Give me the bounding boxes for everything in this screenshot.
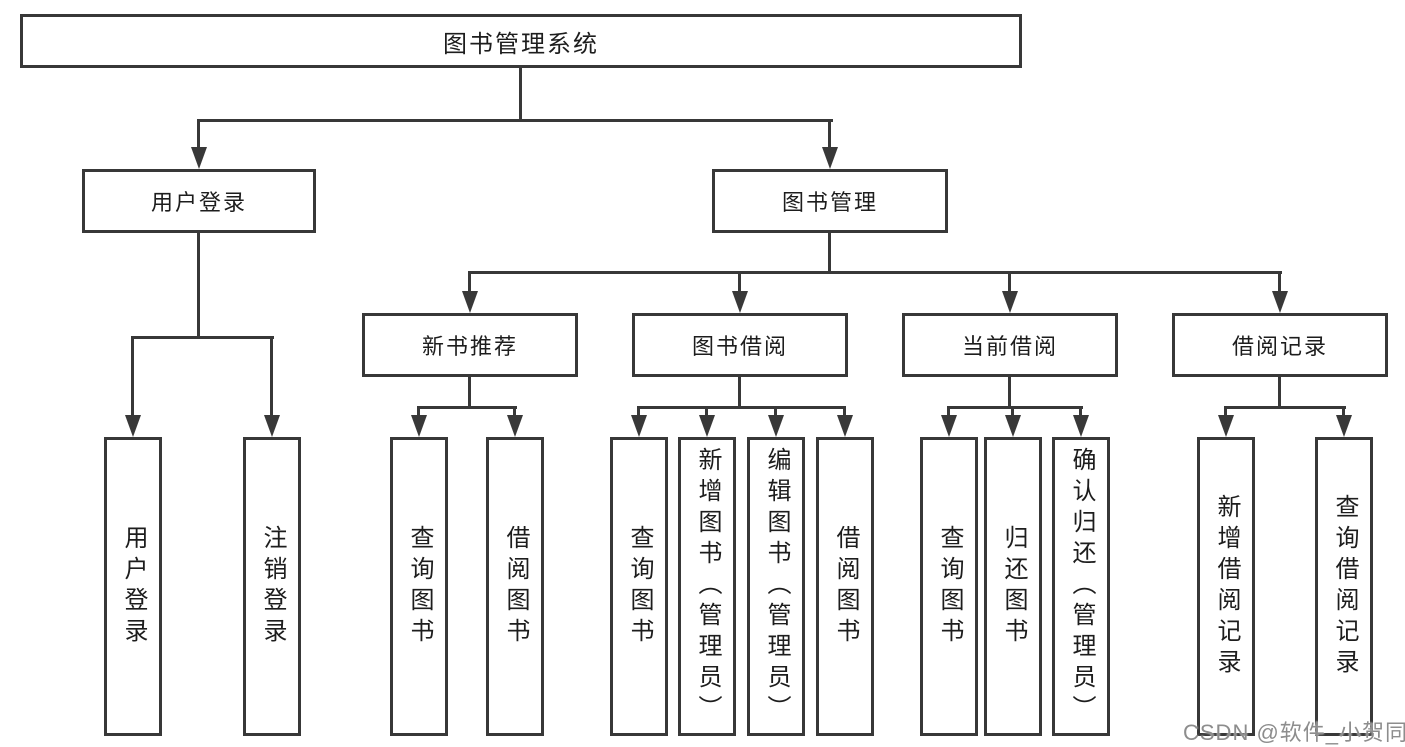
- leaf-query-books-current-label: 查询图书: [936, 524, 963, 649]
- leaf-query-books-current: 查询图书: [920, 437, 978, 736]
- connector-arrowhead: [1336, 415, 1352, 437]
- leaf-user-login: 用户登录: [104, 437, 162, 736]
- leaf-confirm-return-admin: 确认归还（管理员）: [1052, 437, 1110, 736]
- connector-arrow-shaft: [131, 336, 134, 417]
- watermark: CSDN @软件_小贺同学: [1183, 720, 1405, 745]
- connector-arrow-shaft: [270, 336, 273, 417]
- connector-arrowhead: [411, 415, 427, 437]
- leaf-query-borrow-record: 查询借阅记录: [1315, 437, 1373, 736]
- connector-arrow-shaft: [637, 406, 640, 419]
- connector-arrowhead: [462, 291, 478, 313]
- node-current-borrowing: 当前借阅: [902, 313, 1118, 377]
- connector-arrowhead: [631, 415, 647, 437]
- leaf-borrow-books-recommend: 借阅图书: [486, 437, 544, 736]
- leaf-add-book-admin-label: 新增图书（管理员）: [694, 447, 721, 726]
- connector-arrowhead: [191, 147, 207, 169]
- connector-arrow-shaft: [705, 406, 708, 419]
- leaf-query-books-borrowing: 查询图书: [610, 437, 668, 736]
- leaf-query-books-recommend-label: 查询图书: [406, 524, 433, 649]
- leaf-query-borrow-record-label: 查询借阅记录: [1331, 493, 1358, 680]
- leaf-edit-book-admin: 编辑图书（管理员）: [747, 437, 805, 736]
- connector-arrow-shaft: [947, 406, 950, 419]
- leaf-return-book-label: 归还图书: [1000, 524, 1027, 649]
- leaf-confirm-return-admin-label: 确认归还（管理员）: [1068, 447, 1095, 726]
- connector-arrowhead: [699, 415, 715, 437]
- connector-hline: [468, 271, 1282, 274]
- connector-arrowhead: [1005, 415, 1021, 437]
- connector-hline: [417, 406, 517, 409]
- connector-arrowhead: [768, 415, 784, 437]
- connector-arrowhead: [125, 415, 141, 437]
- connector-arrow-shaft: [738, 271, 741, 293]
- connector-arrowhead: [941, 415, 957, 437]
- node-library-management-system: 图书管理系统: [20, 14, 1022, 68]
- connector-arrowhead: [822, 147, 838, 169]
- connector-arrow-shaft: [1278, 271, 1281, 293]
- connector-arrowhead: [1073, 415, 1089, 437]
- leaf-user-login-label: 用户登录: [120, 524, 147, 649]
- leaf-query-books-recommend: 查询图书: [390, 437, 448, 736]
- connector-vline: [738, 377, 741, 408]
- connector-arrow-shaft: [774, 406, 777, 419]
- leaf-borrow-books-borrowing: 借阅图书: [816, 437, 874, 736]
- connector-arrowhead: [507, 415, 523, 437]
- node-new-book-recommendation: 新书推荐: [362, 313, 578, 377]
- connector-vline: [1008, 377, 1011, 408]
- leaf-return-book: 归还图书: [984, 437, 1042, 736]
- connector-arrow-shaft: [197, 119, 200, 149]
- connector-hline: [197, 119, 833, 122]
- connector-hline: [947, 406, 1083, 409]
- node-user-login: 用户登录: [82, 169, 316, 233]
- leaf-edit-book-admin-label: 编辑图书（管理员）: [763, 447, 790, 726]
- connector-arrowhead: [1218, 415, 1234, 437]
- connector-vline: [197, 233, 200, 339]
- connector-arrow-shaft: [843, 406, 846, 419]
- connector-arrow-shaft: [1008, 271, 1011, 293]
- connector-arrow-shaft: [1011, 406, 1014, 419]
- connector-vline: [519, 66, 522, 121]
- node-book-borrowing: 图书借阅: [632, 313, 848, 377]
- connector-vline: [828, 233, 831, 274]
- node-book-management: 图书管理: [712, 169, 948, 233]
- connector-vline: [1278, 377, 1281, 408]
- connector-arrow-shaft: [513, 406, 516, 419]
- connector-arrow-shaft: [1342, 406, 1345, 419]
- connector-arrow-shaft: [1224, 406, 1227, 419]
- connector-hline: [1224, 406, 1346, 409]
- connector-arrow-shaft: [828, 119, 831, 149]
- leaf-add-borrow-record: 新增借阅记录: [1197, 437, 1255, 736]
- leaf-add-borrow-record-label: 新增借阅记录: [1213, 493, 1240, 680]
- node-borrowing-records: 借阅记录: [1172, 313, 1388, 377]
- leaf-add-book-admin: 新增图书（管理员）: [678, 437, 736, 736]
- connector-hline: [131, 336, 274, 339]
- connector-arrow-shaft: [1079, 406, 1082, 419]
- connector-vline: [468, 377, 471, 408]
- connector-arrowhead: [1272, 291, 1288, 313]
- leaf-query-books-borrowing-label: 查询图书: [626, 524, 653, 649]
- connector-arrowhead: [837, 415, 853, 437]
- connector-arrowhead: [1002, 291, 1018, 313]
- connector-arrow-shaft: [417, 406, 420, 419]
- connector-hline: [637, 406, 846, 409]
- connector-arrowhead: [732, 291, 748, 313]
- leaf-borrow-books-borrowing-label: 借阅图书: [832, 524, 859, 649]
- leaf-logout: 注销登录: [243, 437, 301, 736]
- connector-arrowhead: [264, 415, 280, 437]
- leaf-borrow-books-recommend-label: 借阅图书: [502, 524, 529, 649]
- connector-arrow-shaft: [468, 271, 471, 293]
- leaf-logout-label: 注销登录: [259, 524, 286, 649]
